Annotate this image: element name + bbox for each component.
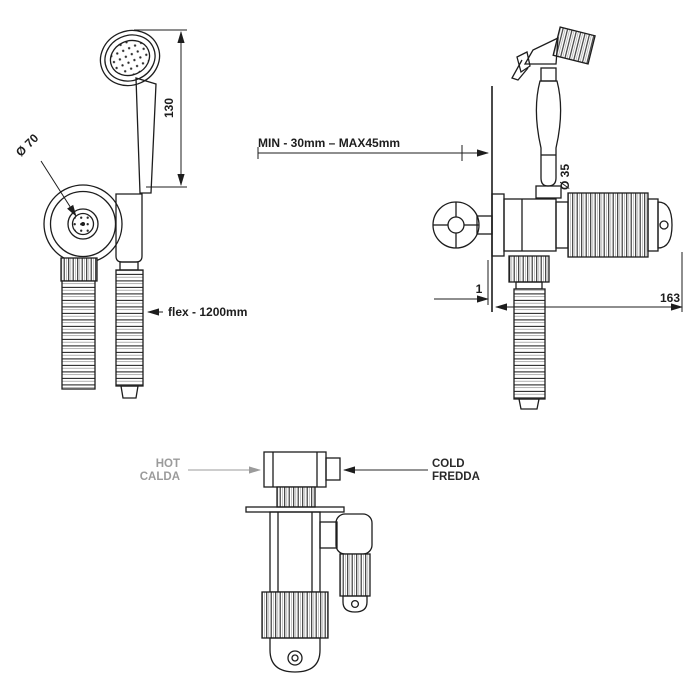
spray-head-side (511, 26, 596, 82)
dim-text-wall-range: MIN - 30mm – MAX45mm (258, 136, 400, 150)
wall-bracket (43, 184, 123, 264)
dimension-total-length: 163 (495, 252, 683, 312)
handle-base (535, 185, 562, 199)
outlet-knurl (567, 192, 649, 258)
flange-plate (245, 506, 345, 513)
view-installation-side (432, 26, 673, 410)
dimension-bracket-diameter: Ø 70 (13, 131, 77, 217)
side-outlet (319, 513, 373, 613)
valve-body (491, 193, 557, 257)
label-cold-inlet: COLD FREDDA (343, 458, 480, 483)
hot-label-en: HOT (156, 458, 180, 470)
bracket-nut (60, 257, 98, 282)
inlet-block (263, 451, 341, 488)
wall-flange (491, 193, 505, 257)
spray-handle (135, 77, 157, 194)
body-knurl (261, 591, 329, 639)
outlet-check-valve (555, 192, 673, 258)
spray-grip (115, 193, 143, 263)
dimension-height-130: 130 (134, 29, 187, 188)
flex-hose-right (115, 269, 144, 387)
leader-line-70 (40, 160, 77, 217)
dim-text-diameter-35: Ø 35 (558, 164, 572, 190)
dimension-handle-diameter: Ø 35 (558, 164, 572, 190)
grip-coupling (119, 261, 139, 271)
inlet-knurl-ring (276, 486, 316, 508)
cold-label-it: FREDDA (432, 471, 480, 483)
spray-face-dots (109, 39, 151, 77)
label-hot-inlet: HOT CALDA (140, 458, 261, 483)
hot-label-it: CALDA (140, 471, 180, 483)
hose-nut (508, 255, 550, 283)
dimension-wall-range: MIN - 30mm – MAX45mm (257, 136, 489, 161)
hose-end-fitting (120, 385, 139, 399)
spray-head (99, 29, 161, 87)
dim-text-130: 130 (162, 98, 176, 118)
flex-hose-left (61, 280, 96, 390)
spray-handle-side (535, 80, 562, 187)
dim-text-diameter-70: Ø 70 (13, 131, 42, 160)
view-hand-spray-in-bracket (43, 29, 161, 399)
bottom-cap (269, 637, 321, 673)
cold-inlet-step (325, 457, 341, 481)
head-lever (511, 59, 529, 81)
cold-label-en: COLD (432, 458, 465, 470)
backnut-wheel (432, 201, 493, 249)
side-outlet-knurl (339, 553, 371, 597)
head-knurl-cap (552, 26, 596, 65)
side-outlet-cap (342, 595, 368, 613)
head-cone (523, 36, 559, 65)
hose-end-fitting-side (518, 398, 540, 410)
dim-text-1: 1 (476, 282, 483, 296)
view-top-valve (245, 451, 373, 673)
outlet-end-cap (657, 201, 673, 249)
dim-text-163: 163 (660, 291, 680, 305)
head-nozzle (516, 51, 531, 74)
dimension-gap-1: 1 (434, 260, 489, 305)
hose-collar (515, 281, 543, 290)
label-flex-length: flex - 1200mm (147, 305, 247, 319)
main-body (269, 511, 321, 593)
head-neck (540, 67, 557, 82)
flex-hose-side (513, 288, 546, 400)
flex-text: flex - 1200mm (168, 305, 247, 319)
